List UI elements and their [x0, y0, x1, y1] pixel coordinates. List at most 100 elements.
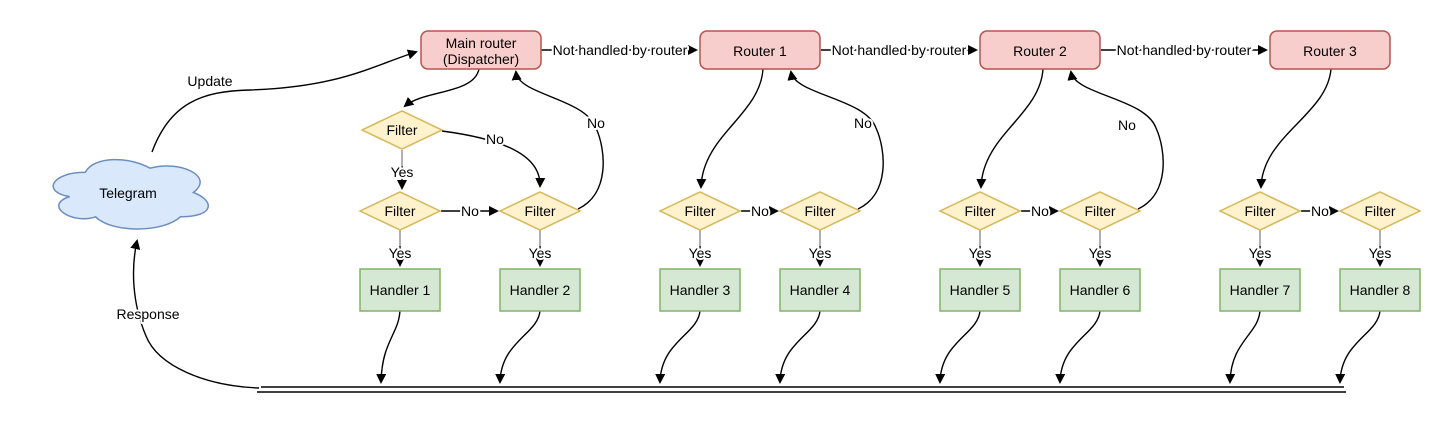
filter-label: Filter [684, 203, 715, 219]
handler5-box [939, 268, 1021, 312]
no-return-curve-dispatcher [511, 69, 604, 210]
filter-node-top: Filter [360, 110, 444, 150]
filter-label: Filter [1244, 203, 1275, 219]
handler3-to-bus-arrow [655, 309, 701, 385]
response-arrow [130, 239, 260, 389]
handler1-box [359, 268, 441, 312]
handler7-node: Handler 7 [1219, 268, 1301, 312]
filter-diamond [658, 191, 742, 231]
filter-diamond [938, 191, 1022, 231]
handler3-node: Handler 3 [659, 268, 741, 312]
yes-label-7: Yes [1249, 245, 1272, 261]
filter-diamond [778, 191, 862, 231]
no-label-dispatcher-pair: No [461, 203, 479, 219]
main-router-label-line2: (Dispatcher) [443, 51, 519, 67]
not-handled-label-3: Not handled by router [1117, 42, 1252, 58]
router1-box [699, 30, 821, 70]
filter-diamond [358, 191, 442, 231]
filter-no-curve-dispatcher [441, 130, 546, 189]
filter-diamond [1058, 191, 1142, 231]
handler1-label: Handler 1 [370, 282, 431, 298]
router2-label: Router 2 [1013, 43, 1067, 59]
filter-diamond [1218, 191, 1302, 231]
no-label-dispatcher-curve: No [486, 131, 504, 147]
telegram-cloud-node: Telegram [52, 158, 209, 230]
not-handled-label-1: Not handled by router [553, 42, 688, 58]
filter-node-6: Filter [1058, 191, 1142, 231]
router2-node: Router 2 [979, 30, 1101, 70]
handler2-label: Handler 2 [510, 282, 571, 298]
handler7-box [1219, 268, 1301, 312]
handler7-label: Handler 7 [1230, 282, 1291, 298]
yes-label-2: Yes [529, 245, 552, 261]
handler5-to-bus-arrow [935, 309, 981, 385]
handler2-node: Handler 2 [499, 268, 581, 312]
response-label: Response [116, 306, 179, 322]
handler8-box [1339, 268, 1421, 312]
filter-label: Filter [804, 203, 835, 219]
router3-node: Router 3 [1269, 30, 1391, 70]
no-return-curve-router2 [1067, 70, 1164, 210]
router2-box [979, 30, 1101, 70]
cloud-label: Telegram [99, 185, 157, 201]
router3-box [1269, 30, 1391, 70]
filter-label: Filter [386, 122, 417, 138]
no-return-curve-router1 [787, 70, 884, 210]
no-label-router2-return: No [1118, 117, 1136, 133]
filter-label: Filter [524, 203, 555, 219]
no-label-router1-pair: No [751, 203, 769, 219]
yes-label-top: Yes [391, 164, 414, 180]
handler6-label: Handler 6 [1070, 282, 1131, 298]
handler1-to-bus-arrow [376, 309, 401, 385]
router2-to-filter-arrow [976, 68, 1044, 190]
yes-label-1: Yes [389, 245, 412, 261]
router1-label: Router 1 [733, 43, 787, 59]
filter-node-4: Filter [778, 191, 862, 231]
handler6-to-bus-arrow [1055, 309, 1101, 385]
router1-to-filter-arrow [696, 68, 764, 190]
yes-label-4: Yes [809, 245, 832, 261]
filter-label: Filter [1084, 203, 1115, 219]
yes-label-3: Yes [689, 245, 712, 261]
update-arrow [151, 49, 418, 153]
handler5-node: Handler 5 [939, 268, 1021, 312]
filter-node-7: Filter [1218, 191, 1302, 231]
handler6-node: Handler 6 [1059, 268, 1141, 312]
filter-node-8: Filter [1338, 191, 1422, 231]
handler8-to-bus-arrow [1335, 309, 1381, 385]
handler4-node: Handler 4 [779, 268, 861, 312]
filter-label: Filter [964, 203, 995, 219]
handler6-box [1059, 268, 1141, 312]
dispatcher-to-filter-arrow [403, 68, 480, 108]
handler2-to-bus-arrow [495, 309, 541, 385]
update-label: Update [187, 73, 232, 89]
handler3-label: Handler 3 [670, 282, 731, 298]
no-label-dispatcher-return: No [587, 115, 605, 131]
filter-node-3: Filter [658, 191, 742, 231]
router1-node: Router 1 [699, 30, 821, 70]
handler4-label: Handler 4 [790, 282, 851, 298]
filter-label: Filter [384, 203, 415, 219]
yes-label-6: Yes [1089, 245, 1112, 261]
handler1-node: Handler 1 [359, 268, 441, 312]
handler8-label: Handler 8 [1350, 282, 1411, 298]
filter-diamond [498, 191, 582, 231]
filter-node-5: Filter [938, 191, 1022, 231]
filter-diamond [1338, 191, 1422, 231]
response-bus-line [257, 386, 1346, 393]
handler2-box [499, 268, 581, 312]
handler8-node: Handler 8 [1339, 268, 1421, 312]
no-label-router1-return: No [854, 115, 872, 131]
yes-label-5: Yes [969, 245, 992, 261]
filter-label: Filter [1364, 203, 1395, 219]
handler5-label: Handler 5 [950, 282, 1011, 298]
handler7-to-bus-arrow [1225, 309, 1261, 385]
router3-label: Router 3 [1303, 43, 1357, 59]
main-router-label-line1: Main router [446, 35, 517, 51]
yes-label-8: Yes [1369, 245, 1392, 261]
no-label-router3-pair: No [1311, 203, 1329, 219]
no-label-router2-pair: No [1031, 203, 1049, 219]
handler4-to-bus-arrow [775, 309, 821, 385]
